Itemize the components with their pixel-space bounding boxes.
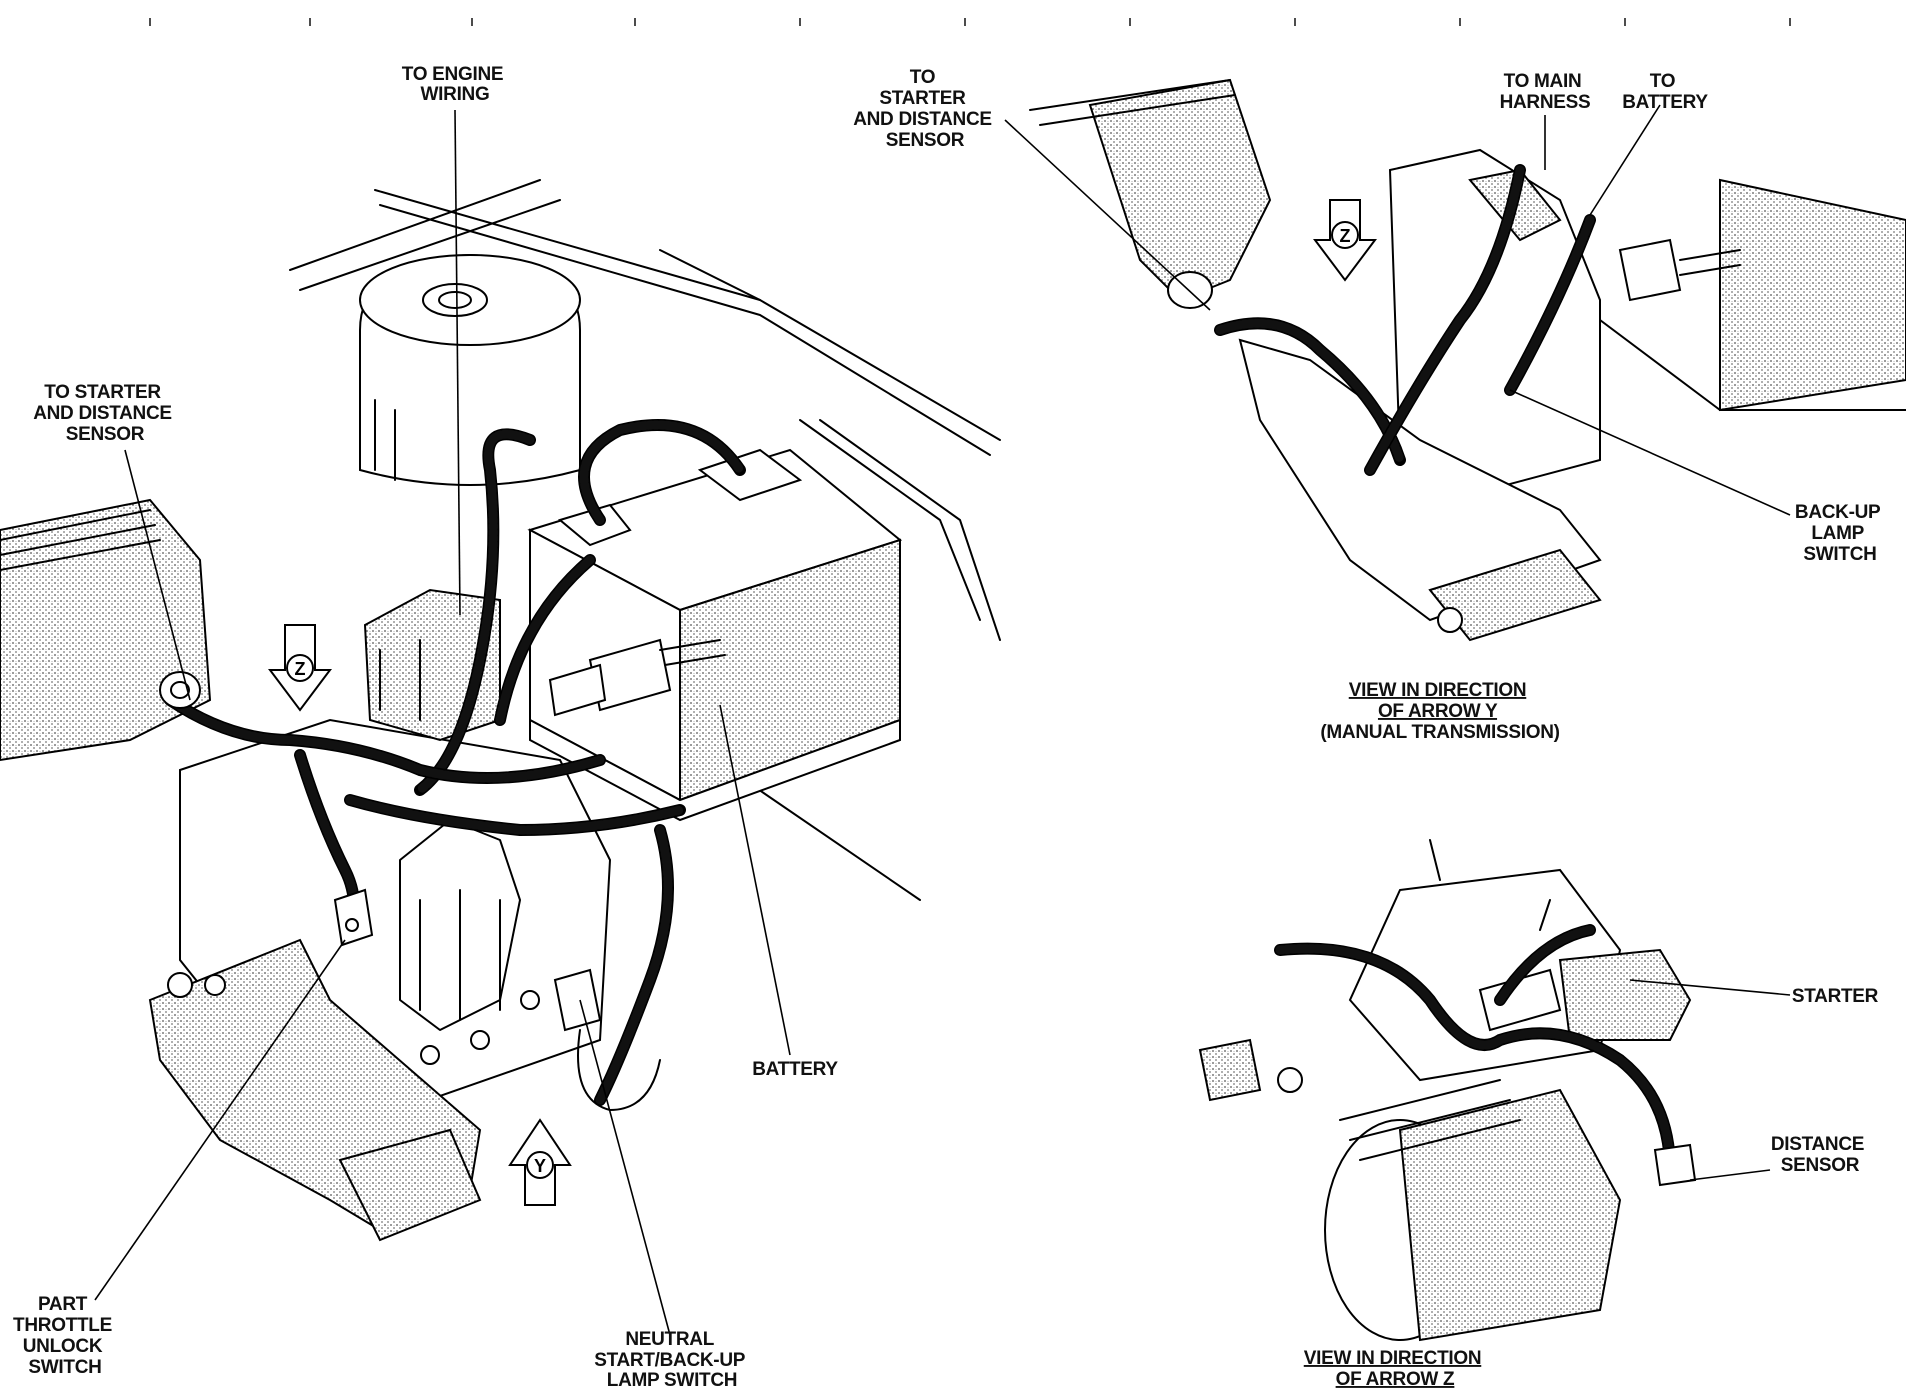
label-part-throttle-unlock-switch: PART THROTTLE UNLOCK SWITCH — [13, 1294, 117, 1378]
label-line: LAMP — [1811, 523, 1864, 544]
label-line: BATTERY — [1622, 92, 1708, 113]
label-line: LAMP SWITCH — [607, 1370, 737, 1391]
label-back-up-lamp-switch: BACK-UP LAMP SWITCH — [1795, 502, 1885, 565]
caption-line: VIEW IN DIRECTION — [1304, 1348, 1482, 1369]
view-z-sensor-block — [1198, 1038, 1262, 1102]
label-line: STARTER — [879, 88, 966, 109]
battery — [527, 448, 903, 822]
label-battery: BATTERY — [752, 1059, 838, 1080]
label-starter: STARTER — [1792, 986, 1879, 1007]
main-view-illustration: Z Y — [0, 179, 1001, 1242]
label-to-battery: TO BATTERY — [1622, 71, 1708, 113]
label-neutral-start-switch: NEUTRAL START/BACK-UP LAMP SWITCH — [594, 1329, 750, 1391]
label-line: SENSOR — [66, 424, 145, 445]
battery-cables — [414, 419, 746, 796]
transmission-mount — [148, 938, 482, 1242]
label-line: THROTTLE — [13, 1315, 112, 1336]
valve-cover — [0, 498, 212, 762]
caption-line: VIEW IN DIRECTION — [1349, 680, 1527, 701]
label-line: SWITCH — [1803, 544, 1876, 565]
arrow-z-view: Z — [1313, 199, 1377, 282]
arrow-y-main-label: Y — [534, 1156, 546, 1176]
label-distance-sensor: DISTANCE SENSOR — [1771, 1134, 1869, 1176]
main-leader-lines — [94, 109, 791, 1336]
caption-line: OF ARROW Y — [1378, 701, 1498, 722]
label-line: PART — [38, 1294, 88, 1315]
top-ruler-ticks — [149, 18, 1791, 26]
label-to-starter-left: TO STARTER AND DISTANCE SENSOR — [33, 382, 177, 445]
caption-line: OF ARROW Z — [1336, 1369, 1455, 1390]
label-line: TO ENGINE — [402, 64, 503, 85]
part-throttle-switch — [333, 888, 374, 947]
label-to-main-harness: TO MAIN HARNESS — [1500, 71, 1591, 113]
main-harness — [164, 694, 686, 1106]
label-line: WIRING — [421, 84, 490, 105]
label-line: UNLOCK — [23, 1336, 103, 1357]
body-rails — [289, 179, 1001, 901]
view-y-bracket — [1238, 338, 1602, 622]
caption-view-y: VIEW IN DIRECTION OF ARROW Y (MANUAL TRA… — [1320, 680, 1559, 743]
battery-connector — [548, 638, 726, 717]
label-line: SWITCH — [28, 1357, 101, 1378]
label-line: HARNESS — [1500, 92, 1591, 113]
view-z-leader-lines — [1629, 979, 1791, 1181]
caption-line: (MANUAL TRANSMISSION) — [1320, 722, 1559, 743]
label-line: DISTANCE — [1771, 1134, 1864, 1155]
label-line: BACK-UP — [1795, 502, 1881, 523]
label-line: NEUTRAL — [625, 1329, 714, 1350]
air-cleaner — [359, 253, 581, 486]
view-z-starter — [1558, 948, 1692, 1041]
view-y-illustration: Z — [1029, 78, 1906, 642]
arrow-z-main-label: Z — [295, 659, 306, 679]
label-line: TO MAIN — [1504, 71, 1582, 92]
label-line: AND DISTANCE — [853, 109, 992, 130]
label-line: START/BACK-UP — [594, 1350, 746, 1371]
label-line: TO — [1650, 71, 1675, 92]
caption-view-z: VIEW IN DIRECTION OF ARROW Z — [1304, 1348, 1487, 1390]
label-line: TO — [910, 67, 935, 88]
label-to-engine-wiring: TO ENGINE WIRING — [402, 64, 508, 105]
label-line: AND DISTANCE — [33, 403, 172, 424]
label-to-starter-top: TO STARTER AND DISTANCE SENSOR — [853, 67, 997, 151]
label-line: SENSOR — [886, 130, 965, 151]
label-line: TO STARTER — [44, 382, 161, 403]
view-z-illustration — [1198, 839, 1697, 1342]
view-y-block-right — [1719, 178, 1906, 412]
view-y-leader-lines — [1004, 104, 1791, 516]
distance-sensor-main — [159, 671, 201, 709]
arrow-z-main: Z — [268, 624, 332, 712]
label-line: SENSOR — [1781, 1155, 1860, 1176]
arrow-y-main: Y — [508, 1118, 572, 1206]
arrow-z-view-label: Z — [1340, 226, 1351, 246]
